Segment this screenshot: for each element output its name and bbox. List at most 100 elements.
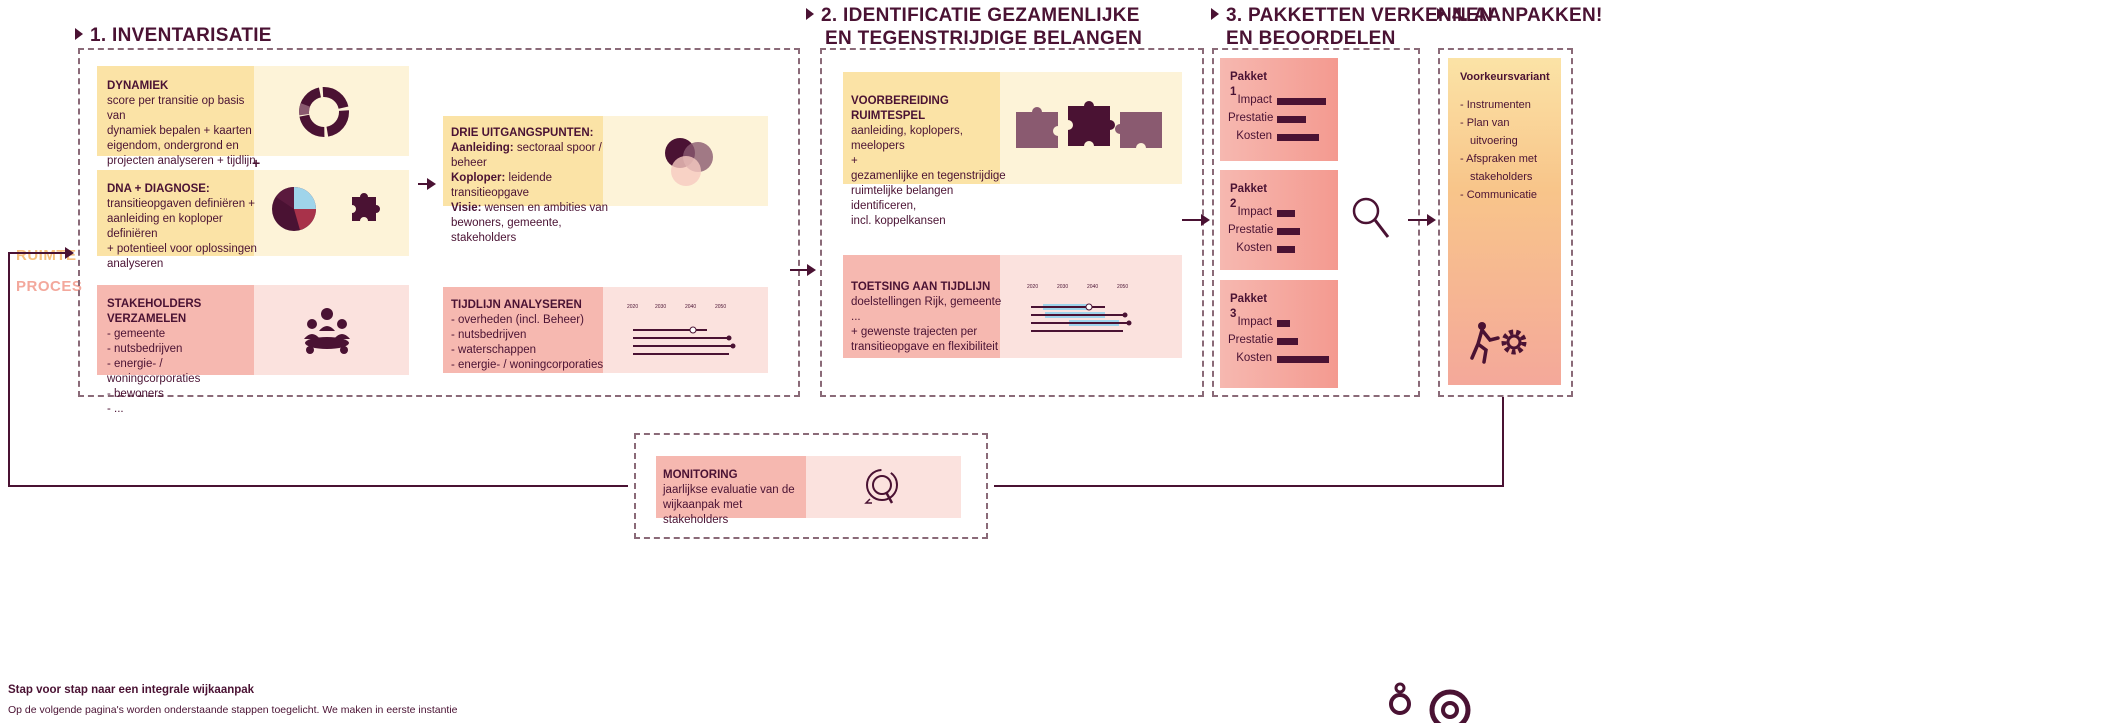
puzzle-piece-icon [352,193,380,221]
voorkeur-card [1448,58,1561,385]
dynamiek-card [97,66,254,156]
logo-icon [1389,682,1471,723]
metric-bar [1277,98,1326,105]
triangle-icon [75,28,83,40]
metric-bar [1277,356,1329,363]
footer-title: Stap voor stap naar een integrale wijkaa… [8,684,255,696]
dynamiek-text: DYNAMIEK score per transitie op basis va… [107,79,257,169]
uitgangspunten-card [443,116,603,206]
venn-circles-icon [665,138,713,186]
text-line: - energie- / woningcorporaties [107,358,201,385]
text-line: wensen en ambities van [481,202,609,214]
plus-sign: + [252,155,261,171]
metric-bar [1277,134,1319,141]
timeline-year: 2040 [1087,284,1098,290]
worker-gear-icon [1470,322,1527,364]
triangle-icon [1437,8,1445,20]
ruimtespel-card [843,72,1000,184]
toetsing-text: TOETSING AAN TIJDLIJN doelstellingen Rij… [851,280,1011,355]
arrow [8,247,74,259]
dna-text: DNA + DIAGNOSE: transitieopgaven definië… [107,182,257,272]
puzzle-set-icon [1016,100,1162,148]
metric-label: Prestatie [1228,224,1274,236]
text-line: - Communicatie [1460,189,1538,201]
dna-title: DNA + DIAGNOSE: [107,183,210,195]
step-1-header: 1. INVENTARISATIE [75,24,272,47]
triangle-icon [806,8,814,20]
step-1-box [78,48,800,397]
metric-bar [1277,116,1306,123]
text-line: wijkaanpak met stakeholders [663,499,743,526]
text-line: - Instrumenten [1460,99,1531,111]
text-line: + [851,155,858,167]
triangle-icon [1211,8,1219,20]
timeline-year: 2030 [655,304,666,310]
text-line: - nutsbedrijven [107,343,183,355]
text-line: - gemeente [107,328,166,340]
text-line: gezamenlijke en tegenstrijdige [851,170,1006,182]
text-line: aanleiding en koploper [107,213,223,225]
text-line: jaarlijkse evaluatie van de [663,484,795,496]
metric-label: Prestatie [1228,334,1274,346]
monitoring-text: MONITORING jaarlijkse evaluatie van de w… [663,468,808,528]
cycle-ring-icon [299,87,349,137]
text-line: - Afspraken met [1460,153,1538,165]
text-line: - overheden (incl. Beheer) [451,314,584,326]
tijdlijn-title: TIJDLIJN ANALYSEREN [451,299,582,311]
text-line: + gewenste trajecten per [851,326,978,338]
ruimtespel-title: VOORBEREIDING RUIMTESPEL [851,95,949,122]
dynamiek-icon-panel [254,66,409,156]
step-4-header: 4. AANPAKKEN! [1437,4,1603,27]
text-line: definiëren [107,228,158,240]
timeline-year: 2050 [715,304,726,310]
timeline-year: 2040 [685,304,696,310]
people-meeting-icon [304,308,350,354]
metric-label: Impact [1237,206,1272,218]
metric-label: Kosten [1236,130,1272,142]
uitgangspunten-title: DRIE UITGANGSPUNTEN: [451,127,594,139]
toetsing-card [843,255,1000,358]
metric-label: Kosten [1236,242,1272,254]
arrow [418,178,436,190]
loop-line [1502,397,1504,485]
text-line: transitieopgave en flexibiliteit [851,341,999,353]
metric-label: Kosten [1236,352,1272,364]
text-line: sectoraal spoor / beheer [451,142,602,169]
metric-bar [1277,320,1290,327]
text-line: leidende transitieopgave [451,172,552,199]
arrow [790,264,816,276]
text-line: - bewoners [107,388,164,400]
stakeholders-card [97,285,254,375]
metric-label: Impact [1237,316,1272,328]
monitoring-card [656,456,806,518]
loop-line [994,485,1504,487]
text-line: bewoners, gemeente, stakeholders [451,217,562,244]
arrow [1408,214,1436,226]
loop-line [8,485,628,487]
timeline-year: 2030 [1057,284,1068,290]
timeline-year: 2050 [1117,284,1128,290]
text-line: doelstellingen Rijk, gemeente ... [851,296,1002,323]
timeline-year: 2020 [627,304,638,310]
dna-card [97,170,254,256]
text-line: ruimtelijke belangen identificeren, [851,185,954,212]
metric-label: Prestatie [1228,112,1274,124]
monitoring-icon-panel [806,456,961,518]
stakeholders-text: STAKEHOLDERS VERZAMELEN - gemeente - nut… [107,297,257,417]
package-2-card [1220,170,1338,270]
timeline-icon: 2020 2030 2040 2050 [627,304,736,355]
package-title: Pakket 3 [1230,293,1268,320]
uitgangspunten-text: DRIE UITGANGSPUNTEN: Aanleiding: sectora… [451,126,616,246]
text-bold: Koploper: [451,172,506,184]
text-line: aanleiding, koplopers, meelopers [851,125,963,152]
voorkeur-text: Voorkeursvariant - Instrumenten - Plan v… [1460,68,1560,204]
text-line: - energie- / woningcorporaties [451,359,604,371]
text-line: stakeholders [1470,171,1533,183]
text-line: dynamiek bepalen + kaarten [107,125,252,137]
text-bold: Visie: [451,202,482,214]
footer-text: Op de volgende pagina's worden onderstaa… [8,704,458,716]
monitoring-box [634,433,988,539]
text-line: - ... [107,403,124,415]
